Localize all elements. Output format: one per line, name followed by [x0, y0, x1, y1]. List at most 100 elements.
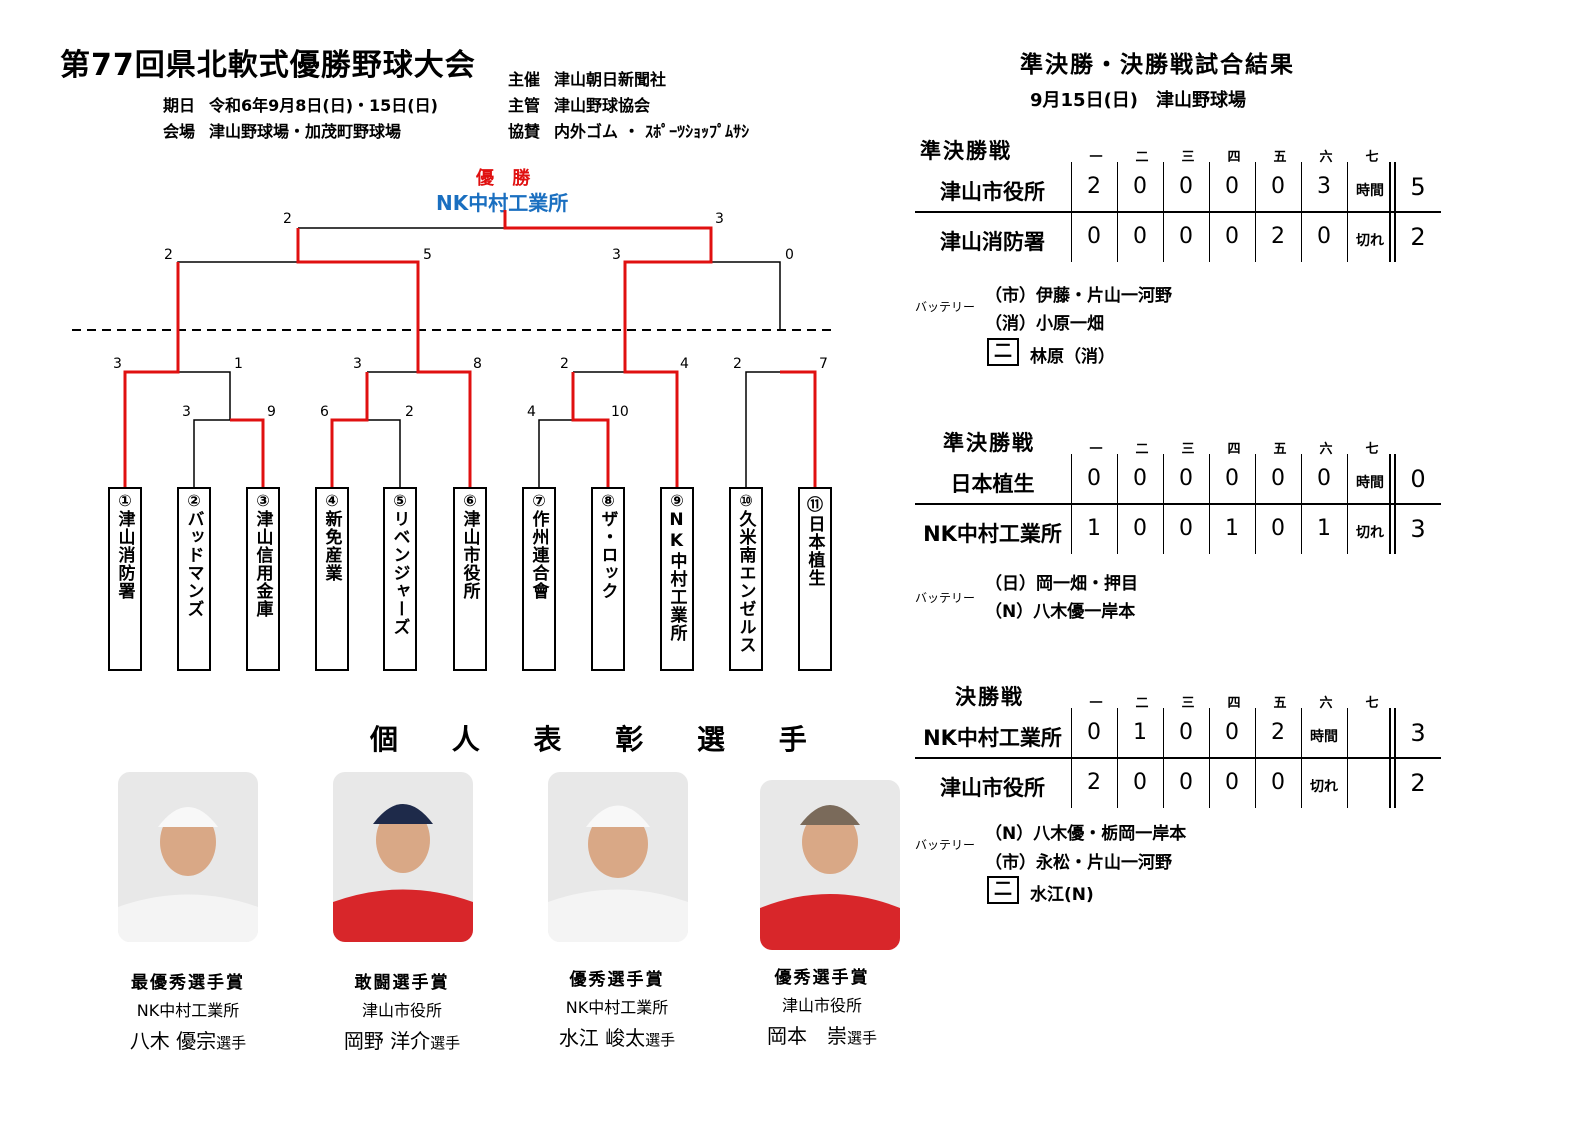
- team-number: ⑨: [670, 491, 684, 510]
- inning-label: 五: [1273, 442, 1287, 457]
- inning-label: 一: [1089, 442, 1103, 457]
- score-r1a-right: 9: [267, 404, 276, 420]
- team-name: NK中村工業所: [923, 726, 1062, 750]
- inning-score: 2: [1087, 174, 1101, 199]
- award-player: 八木 優宗選手: [78, 1025, 298, 1054]
- inning-score: 0: [1225, 224, 1239, 249]
- inning-score: 0: [1271, 174, 1285, 199]
- inning-score: 切れ: [1356, 525, 1384, 541]
- inning-score: 0: [1087, 720, 1101, 745]
- venue-value: 津山野球場・加茂町野球場: [209, 122, 402, 141]
- player-suffix: 選手: [430, 1034, 461, 1052]
- player-name: 岡本 崇: [766, 1024, 847, 1048]
- tournament-bracket: 2 3 2 5 3 0 3 1 3 8 2 4 2 7 3 9 6 2 4 10: [72, 210, 832, 487]
- team-name: 日本植生: [950, 472, 1035, 496]
- team-number: ②: [187, 491, 201, 510]
- bracket-lines-red: [123, 210, 817, 487]
- total-score: 3: [1410, 719, 1426, 747]
- battery-label: バッテリー: [915, 300, 976, 314]
- battery-label: バッテリー: [915, 591, 976, 605]
- inning-score: 時間: [1310, 729, 1338, 745]
- player-name: 水江 峻太: [558, 1026, 646, 1050]
- score-final-left: 2: [283, 211, 292, 227]
- team-name: バッドマンズ: [183, 510, 204, 618]
- inning-score: 時間: [1356, 183, 1384, 199]
- inning-label: 五: [1273, 150, 1287, 165]
- team-number: ⑦: [532, 491, 546, 510]
- sponsor-row: 協賛内外ゴム ・ ｽﾎﾟｰﾂｼｮｯﾌﾟﾑｻｼ: [508, 118, 749, 142]
- inning-score: 0: [1225, 466, 1239, 491]
- results-date: 9月15日(日) 津山野球場: [1030, 90, 1247, 111]
- inning-score: 0: [1179, 174, 1193, 199]
- inning-score: 1: [1317, 516, 1331, 541]
- team-number: ⑥: [463, 491, 477, 510]
- inning-label: 五: [1273, 696, 1287, 711]
- team-number: ①: [118, 491, 132, 510]
- battery-line: （市）永松・片山一河野: [985, 853, 1172, 873]
- inning-label: 二: [1135, 696, 1149, 711]
- player-name: 岡野 洋介: [343, 1029, 431, 1053]
- period-label: 期日: [163, 96, 196, 115]
- score-sf1-left: 2: [164, 247, 173, 263]
- tournament-title: 第77回県北軟式優勝野球大会: [60, 48, 476, 83]
- team-name: 津山消防署: [114, 510, 135, 600]
- inning-label: 一: [1089, 150, 1103, 165]
- team-name: NK中村工業所: [923, 522, 1062, 546]
- award-player: 岡野 洋介選手: [292, 1025, 512, 1054]
- inning-label: 七: [1365, 696, 1379, 711]
- player-name: 八木 優宗: [129, 1029, 217, 1053]
- award-player: 水江 峻太選手: [507, 1022, 727, 1051]
- score-qf2-right: 8: [473, 356, 482, 372]
- manage-value: 津山野球協会: [554, 96, 651, 115]
- inning-label: 六: [1319, 696, 1333, 711]
- score-sf1-right: 5: [423, 247, 432, 263]
- inning-score: 0: [1087, 466, 1101, 491]
- team-number: ⑧: [601, 491, 615, 510]
- score-r1b-left: 6: [320, 404, 329, 420]
- team-name: 津山信用金庫: [252, 510, 273, 618]
- inning-label: 三: [1181, 696, 1195, 711]
- inning-label: 四: [1227, 150, 1241, 165]
- inning-label: 六: [1319, 150, 1333, 165]
- inning-score: 1: [1133, 720, 1147, 745]
- team-number: ⑪: [806, 495, 823, 514]
- award-name: 優秀選手賞: [569, 970, 665, 990]
- team-name: 作州連合會: [528, 510, 549, 600]
- inning-label: 六: [1319, 442, 1333, 457]
- score-qf4-left: 2: [733, 356, 742, 372]
- player-suffix: 選手: [645, 1031, 676, 1049]
- double-mark: 二: [987, 338, 1019, 366]
- team-name: 津山消防署: [940, 230, 1045, 254]
- score-row: 津山市役所 2 0 0 0 0 3 時間 5: [915, 164, 1441, 212]
- award-team: 津山市役所: [361, 1001, 442, 1020]
- score-sf2-left: 3: [612, 247, 621, 263]
- total-score: 5: [1410, 173, 1426, 201]
- inning-label: 一: [1089, 696, 1103, 711]
- inning-score: 2: [1271, 224, 1285, 249]
- inning-score: 0: [1225, 174, 1239, 199]
- award-card: 敢闘選手賞 津山市役所 岡野 洋介選手: [292, 968, 512, 1054]
- game-title: 準決勝戦: [943, 430, 1035, 455]
- battery-line: （日）岡一畑・押目: [985, 574, 1138, 594]
- inning-score: 0: [1133, 516, 1147, 541]
- award-team: 津山市役所: [781, 996, 862, 1015]
- inning-score: 0: [1317, 466, 1331, 491]
- player-suffix: 選手: [216, 1034, 247, 1052]
- period-value: 令和6年9月8日(日)・15日(日): [209, 96, 438, 115]
- venue-label: 会場: [163, 122, 196, 141]
- inning-score: 0: [1179, 516, 1193, 541]
- player-suffix: 選手: [846, 1029, 877, 1047]
- total-score: 2: [1410, 223, 1426, 251]
- player-photo: [118, 772, 258, 942]
- inning-label: 二: [1135, 442, 1149, 457]
- inning-score: 0: [1179, 770, 1193, 795]
- awards-title: 個 人 表 彰 選 手: [370, 723, 829, 756]
- player-photo: [548, 772, 688, 942]
- inning-score: 0: [1133, 466, 1147, 491]
- player-silhouette: [333, 772, 473, 942]
